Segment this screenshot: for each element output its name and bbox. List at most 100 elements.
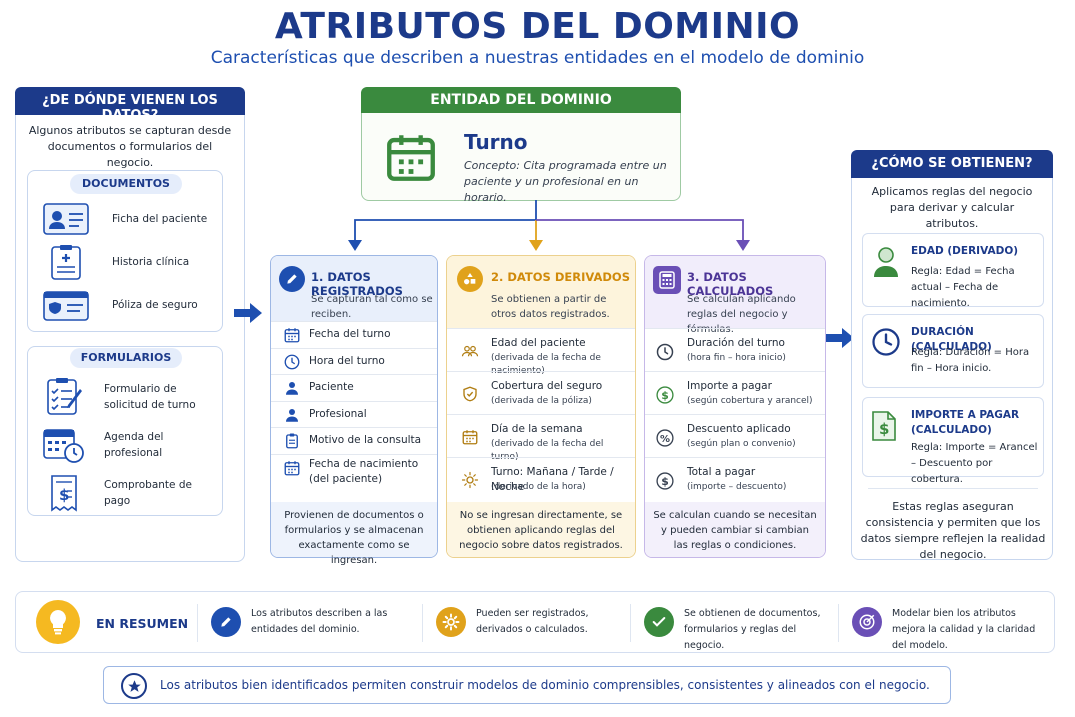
derived-title: 2. DATOS DERIVADOS — [491, 270, 630, 284]
rule-card: DURACIÓN (CALCULADO)Regla: Duración = Ho… — [862, 314, 1044, 388]
source-item-label: Agenda del profesional — [104, 431, 164, 459]
attribute-icon-wrap — [655, 342, 673, 360]
source-item: Historia clínica — [28, 242, 224, 282]
registered-title: 1. DATOS REGISTRADOS — [311, 270, 403, 298]
dollar-icon — [655, 471, 675, 491]
attribute-row: Fecha de nacimiento (del paciente) — [271, 453, 437, 489]
attribute-icon-wrap — [461, 428, 479, 446]
source-item-label: Comprobante de pago — [104, 479, 192, 507]
summary-text: Modelar bien los atributos mejora la cal… — [892, 608, 1036, 651]
pencil-icon — [279, 266, 305, 292]
sun-icon — [461, 471, 479, 489]
attribute-label: Profesional — [309, 407, 367, 420]
attribute-icon-wrap — [283, 459, 301, 477]
source-item: Formulario de solicitud de turno — [28, 375, 224, 419]
pencil-icon — [211, 607, 241, 637]
calendar-icon — [382, 128, 440, 186]
entity-card: ENTIDAD DEL DOMINIO Turno Concepto: Cita… — [361, 87, 681, 204]
attribute-label: Turno: Mañana / Tarde / Noche — [491, 465, 614, 493]
forms-box: FORMULARIOS Formulario de solicitud de t… — [27, 346, 223, 516]
rules-intro: Aplicamos reglas del negocio para deriva… — [871, 185, 1033, 230]
summary-label: EN RESUMEN — [96, 616, 189, 631]
derived-column: 2. DATOS DERIVADOS Se obtienen a partir … — [446, 255, 636, 558]
rule-text: Regla: Duración = Hora fin – Hora inicio… — [911, 347, 1030, 374]
shapes-icon — [457, 266, 483, 292]
attribute-icon-wrap — [655, 428, 673, 446]
rule-card: $ IMPORTE A PAGAR (CALCULADO) Regla: Impor… — [862, 397, 1044, 485]
calendar-icon — [283, 459, 301, 477]
footer-text: Los atributos bien identificados permite… — [160, 678, 930, 692]
derived-footer: No se ingresan directamente, se obtienen… — [447, 502, 635, 557]
summary-divider — [422, 604, 423, 642]
sources-intro: Algunos atributos se capturan desde docu… — [28, 124, 232, 169]
rules-header: ¿CÓMO SE OBTIENEN? — [851, 150, 1053, 178]
attribute-note: (derivada de la fecha de nacimiento) — [491, 352, 601, 376]
derived-head: 2. DATOS DERIVADOS Se obtienen a partir … — [447, 256, 635, 328]
registered-column: 1. DATOS REGISTRADOS Se capturan tal com… — [270, 255, 438, 566]
entity-name: Turno — [464, 130, 528, 154]
calendar-icon — [461, 428, 479, 446]
entity-header: ENTIDAD DEL DOMINIO — [361, 87, 681, 113]
attribute-row: Cobertura del seguro (derivada de la póli… — [447, 371, 635, 414]
attribute-icon-wrap — [283, 326, 301, 344]
rules-footer: Estas reglas aseguran consistencia y per… — [860, 500, 1046, 561]
attribute-row: Descuento aplicado(según plan o convenio… — [645, 414, 825, 457]
sources-panel: ¿DE DÓNDE VIENEN LOS DATOS? Algunos atri… — [15, 87, 245, 562]
calculated-title: 3. DATOS CALCULADOS — [687, 270, 774, 298]
attribute-row: Total a pagar(importe – descuento) — [645, 457, 825, 500]
attribute-note: (hora fin – hora inicio) — [687, 352, 786, 363]
target-icon — [852, 607, 882, 637]
attribute-row: Motivo de la consulta — [271, 427, 437, 454]
rule-text: Regla: Importe = Arancel – Descuento por… — [911, 442, 1038, 485]
rules-panel: ¿CÓMO SE OBTIENEN? Aplicamos reglas del … — [851, 150, 1053, 561]
source-item: Ficha del paciente — [28, 199, 224, 239]
attribute-icon-wrap — [283, 379, 301, 397]
attribute-icon-wrap — [283, 432, 301, 450]
arrow-right-icon — [234, 303, 262, 323]
source-item: Agenda del profesional — [28, 423, 224, 467]
attribute-row: Duración del turno (hora fin – hora inici… — [645, 328, 825, 371]
attribute-note: (derivado de la hora) — [491, 481, 586, 492]
dollar-doc-icon: $ — [871, 410, 903, 444]
calculated-head: 3. DATOS CALCULADOS Se calculan aplicand… — [645, 256, 825, 335]
source-item-label: Formulario de solicitud de turno — [104, 383, 196, 411]
summary-divider — [630, 604, 631, 642]
summary-divider — [838, 604, 839, 642]
attribute-icon-wrap — [461, 471, 479, 489]
calculated-column: 3. DATOS CALCULADOS Se calculan aplicand… — [644, 255, 826, 558]
registered-head: 1. DATOS REGISTRADOS Se capturan tal com… — [271, 256, 437, 321]
clipboard-icon — [283, 432, 301, 450]
rule-text: Regla: Edad = Fecha actual – Fecha de na… — [911, 266, 1015, 309]
calendar-clock-icon — [40, 425, 88, 465]
percent-icon — [655, 428, 675, 448]
dollar-icon — [655, 385, 675, 405]
rule-title: IMPORTE A PAGAR (CALCULADO) — [911, 409, 1020, 436]
attribute-label: Importe a pagar — [687, 379, 772, 392]
page-subtitle: Características que describen a nuestras… — [210, 48, 865, 68]
rule-title: EDAD (DERIVADO) — [911, 245, 1019, 257]
entity-concept-label: Concepto: — [464, 159, 520, 172]
page-title: ATRIBUTOS DEL DOMINIO — [274, 6, 801, 47]
summary-divider — [197, 604, 198, 642]
sources-header: ¿DE DÓNDE VIENEN LOS DATOS? — [15, 87, 245, 123]
attribute-label: Cobertura del seguro — [491, 379, 603, 392]
attribute-label: Duración del turno — [687, 336, 785, 349]
attribute-icon-wrap — [283, 353, 301, 371]
lightbulb-icon — [36, 600, 80, 644]
receipt-icon: $ — [40, 473, 88, 513]
calculator-icon — [653, 266, 681, 294]
attribute-note: (derivada de la póliza) — [491, 395, 592, 406]
attribute-label: Día de la semana — [491, 422, 583, 435]
attribute-row: Importe a pagar(según cobertura y arance… — [645, 371, 825, 414]
attribute-row: Profesional — [271, 400, 437, 428]
attribute-row: Día de la semana(derivado de la fecha de… — [447, 414, 635, 462]
clipboard-medical-icon — [42, 244, 90, 280]
attribute-label: Total a pagar — [687, 465, 756, 478]
registered-subtitle: Se capturan tal como se reciben. — [311, 294, 433, 320]
attribute-icon-wrap — [461, 385, 479, 403]
attribute-row: Turno: Mañana / Tarde / Noche(derivado d… — [447, 457, 635, 500]
person-icon — [871, 246, 903, 280]
people-icon — [461, 342, 479, 360]
source-item: Póliza de seguro — [28, 285, 224, 325]
